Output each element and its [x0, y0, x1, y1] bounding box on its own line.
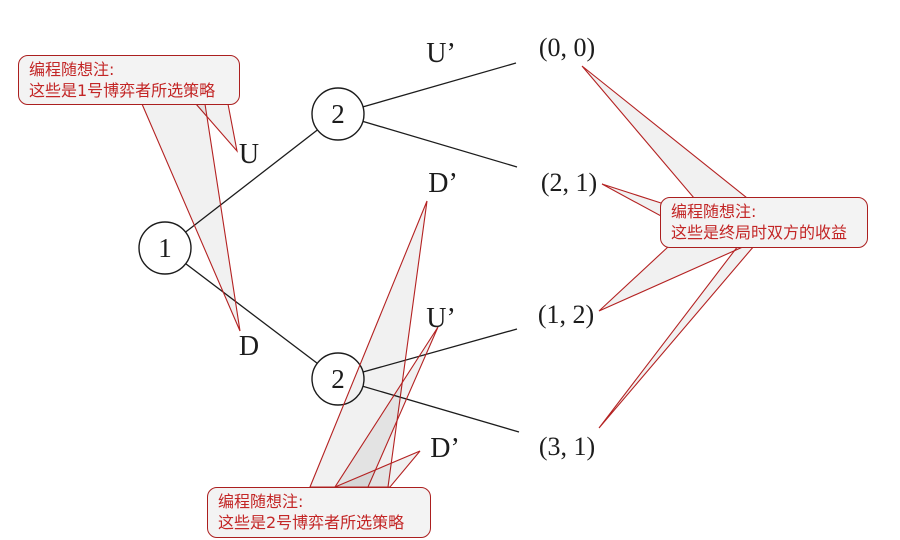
callout-player2-line1: 编程随想注:: [218, 492, 304, 511]
branch-label-top-Uprime: U’: [426, 38, 456, 69]
node-player2-top-label: 2: [331, 99, 345, 129]
payoff-31: (3, 1): [539, 432, 595, 461]
pointer-tail-to-payoff-00: [581, 65, 749, 199]
branch-label-top-Dprime: D’: [428, 168, 458, 199]
payoff-21: (2, 1): [541, 168, 597, 197]
edge-bottom2-to-payoff-31: [337, 378, 520, 433]
node-player2-bottom: [311, 352, 365, 406]
callout-player2-strategies: 编程随想注: 这些是2号博弈者所选策略: [207, 487, 431, 538]
node-player2-top: [311, 87, 365, 141]
edge-root-to-top2: [164, 113, 339, 249]
node-player1: [138, 221, 192, 275]
payoff-12: (1, 2): [538, 300, 594, 329]
node-player1-label: 1: [158, 233, 172, 263]
edge-top2-to-payoff-00: [337, 62, 517, 115]
edge-top2-to-payoff-21: [337, 113, 518, 168]
callout-player2-line2: 这些是2号博弈者所选策略: [218, 513, 405, 532]
branch-label-U: U: [239, 139, 259, 170]
branch-label-bottom-Dprime: D’: [430, 433, 460, 464]
edge-bottom2-to-payoff-12: [337, 328, 518, 380]
branch-label-bottom-Uprime: U’: [426, 303, 456, 334]
callout-final-payoffs: 编程随想注: 这些是终局时双方的收益: [660, 197, 868, 248]
branch-label-D: D: [239, 331, 259, 362]
callout-player1-line1: 编程随想注:: [29, 60, 115, 79]
pointer-tail-to-payoff-21: [601, 183, 662, 217]
callout-player1-strategies: 编程随想注: 这些是1号博弈者所选策略: [18, 55, 240, 105]
callout-payoffs-line2: 这些是终局时双方的收益: [671, 223, 848, 242]
node-player2-bottom-label: 2: [331, 364, 345, 394]
callout-player1-line2: 这些是1号博弈者所选策略: [29, 81, 216, 100]
edge-root-to-bottom2: [164, 247, 339, 380]
payoff-00: (0, 0): [539, 33, 595, 62]
callout-payoffs-line1: 编程随想注:: [671, 202, 757, 221]
